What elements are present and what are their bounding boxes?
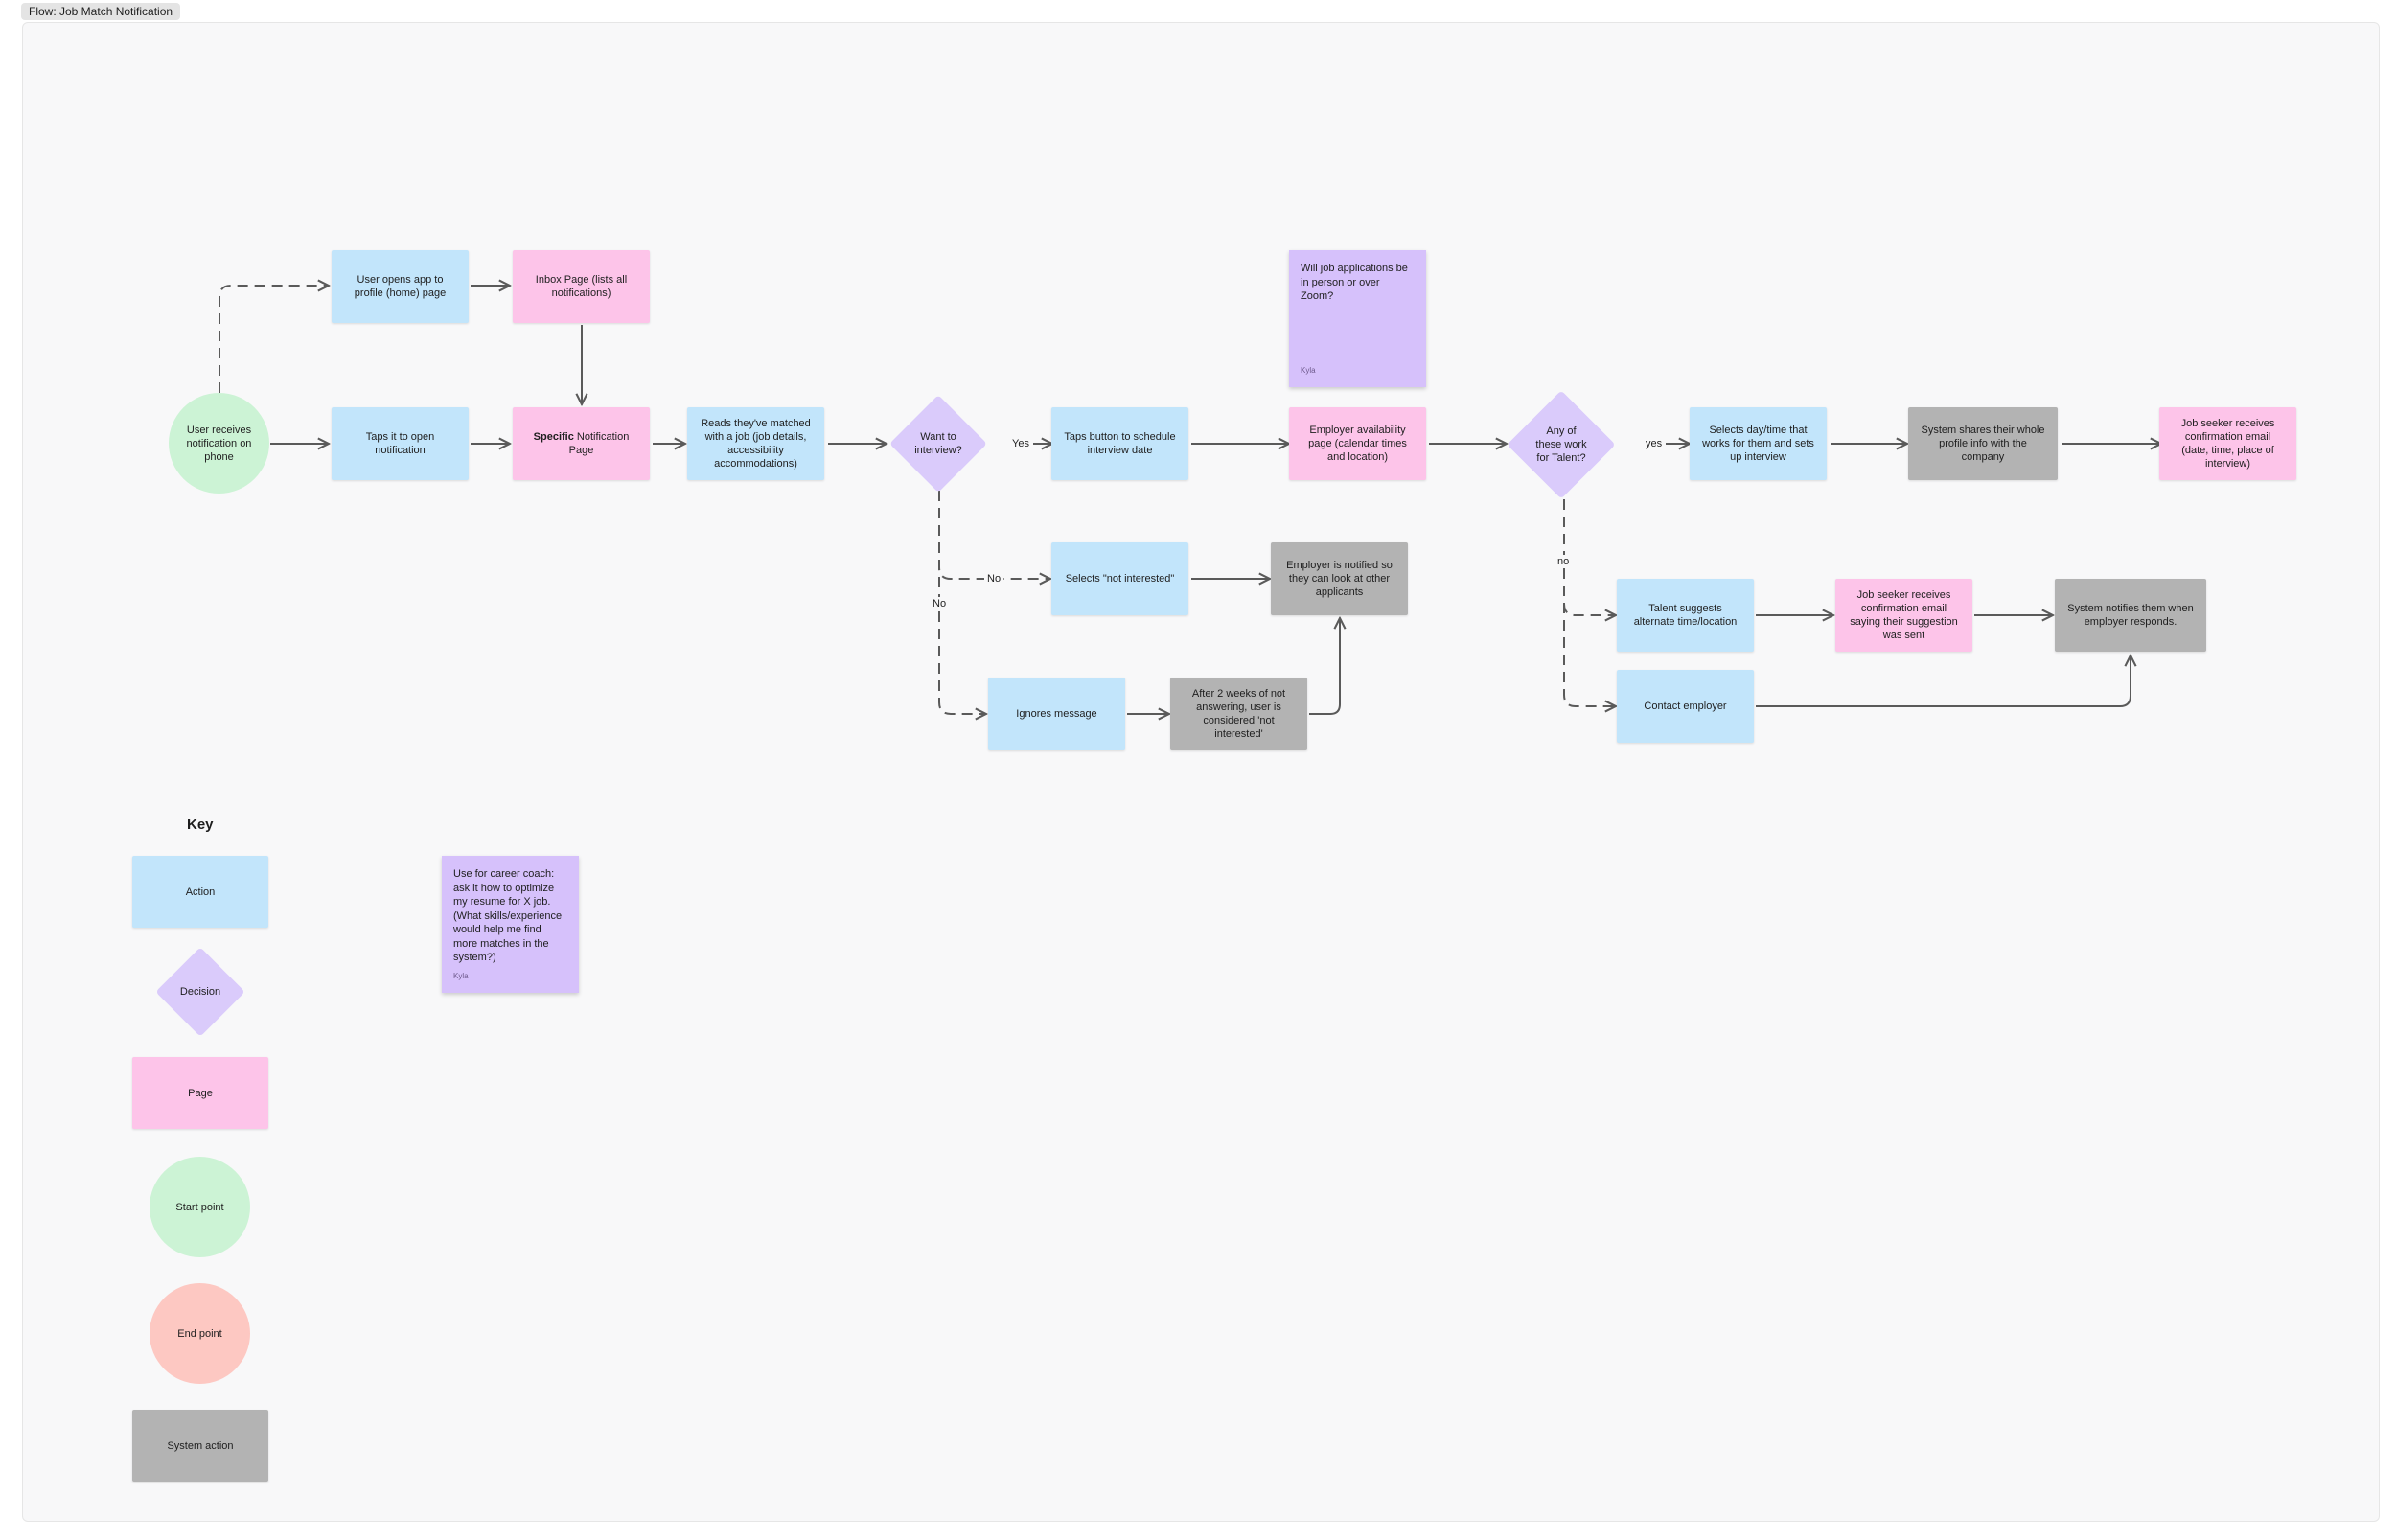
employer-notified-action[interactable]: Employer is notified so they can look at… bbox=[1271, 542, 1408, 615]
any-work-label: Any of these work for Talent? bbox=[1535, 425, 1587, 464]
ignores-message-action[interactable]: Ignores message bbox=[988, 678, 1125, 750]
talent-suggests-action[interactable]: Talent suggests alternate time/location bbox=[1617, 579, 1754, 652]
start-node[interactable]: User receives notification on phone bbox=[169, 393, 269, 494]
key-decision: Decision bbox=[155, 946, 245, 1038]
open-app-action[interactable]: User opens app to profile (home) page bbox=[332, 250, 469, 323]
edge-label-no-lower: no bbox=[1555, 555, 1573, 568]
edge-no-to-notinterested bbox=[938, 491, 1050, 579]
edge-label-no-dashed: No bbox=[984, 572, 1004, 586]
after-two-weeks-action[interactable]: After 2 weeks of not answering, user is … bbox=[1170, 678, 1307, 750]
system-notifies-action[interactable]: System notifies them when employer respo… bbox=[2055, 579, 2206, 652]
sticky-zoom-author: Kyla bbox=[1301, 365, 1316, 375]
specific-label-bold: Specific bbox=[533, 431, 574, 443]
inbox-page[interactable]: Inbox Page (lists all notifications) bbox=[513, 250, 650, 323]
system-shares-action[interactable]: System shares their whole profile info w… bbox=[1908, 407, 2058, 480]
key-start-point: Start point bbox=[150, 1157, 250, 1257]
edge-after-to-employer bbox=[1309, 618, 1340, 715]
flow-title[interactable]: Flow: Job Match Notification bbox=[21, 3, 181, 20]
edge-label-yes-upper: Yes bbox=[1009, 437, 1032, 450]
key-action: Action bbox=[132, 856, 268, 928]
sticky-zoom-question[interactable]: Will job applications be in person or ov… bbox=[1289, 250, 1426, 387]
suggestion-email-page[interactable]: Job seeker receives confirmation email s… bbox=[1835, 579, 1972, 652]
confirmation-email-page[interactable]: Job seeker receives confirmation email (… bbox=[2159, 407, 2296, 480]
key-decision-label: Decision bbox=[179, 986, 221, 998]
tap-schedule-action[interactable]: Taps button to schedule interview date bbox=[1051, 407, 1188, 480]
key-page: Page bbox=[132, 1057, 268, 1129]
key-end-point: End point bbox=[150, 1283, 250, 1384]
sticky-career-author: Kyla bbox=[453, 971, 469, 980]
want-interview-label: Want to interview? bbox=[914, 431, 962, 456]
edge-no-to-ignores bbox=[938, 491, 986, 714]
not-interested-action[interactable]: Selects "not interested" bbox=[1051, 542, 1188, 615]
edge-no-to-contact bbox=[1563, 499, 1616, 706]
selects-daytime-action[interactable]: Selects day/time that works for them and… bbox=[1690, 407, 1827, 480]
any-work-decision[interactable]: Any of these work for Talent? bbox=[1507, 390, 1616, 499]
contact-employer-action[interactable]: Contact employer bbox=[1617, 670, 1754, 743]
specific-notification-page[interactable]: Specific Notification Page bbox=[513, 407, 650, 480]
tap-notification-action[interactable]: Taps it to open notification bbox=[332, 407, 469, 480]
sticky-zoom-text: Will job applications be in person or ov… bbox=[1301, 263, 1408, 302]
specific-label-rest: Notification Page bbox=[568, 431, 630, 456]
key-system-action: System action bbox=[132, 1410, 268, 1482]
employer-availability-page[interactable]: Employer availability page (calendar tim… bbox=[1289, 407, 1426, 480]
reads-match-action[interactable]: Reads they've matched with a job (job de… bbox=[687, 407, 824, 480]
edge-label-no-vertical: No bbox=[930, 597, 950, 610]
edge-contact-to-notifies bbox=[1756, 655, 2131, 707]
key-title: Key bbox=[187, 816, 214, 833]
edge-start-to-open-app bbox=[219, 286, 329, 393]
edge-label-yes-lower: yes bbox=[1643, 437, 1666, 450]
sticky-career-text: Use for career coach: ask it how to opti… bbox=[453, 868, 563, 963]
sticky-career-coach[interactable]: Use for career coach: ask it how to opti… bbox=[442, 856, 579, 993]
want-interview-decision[interactable]: Want to interview? bbox=[887, 395, 989, 493]
